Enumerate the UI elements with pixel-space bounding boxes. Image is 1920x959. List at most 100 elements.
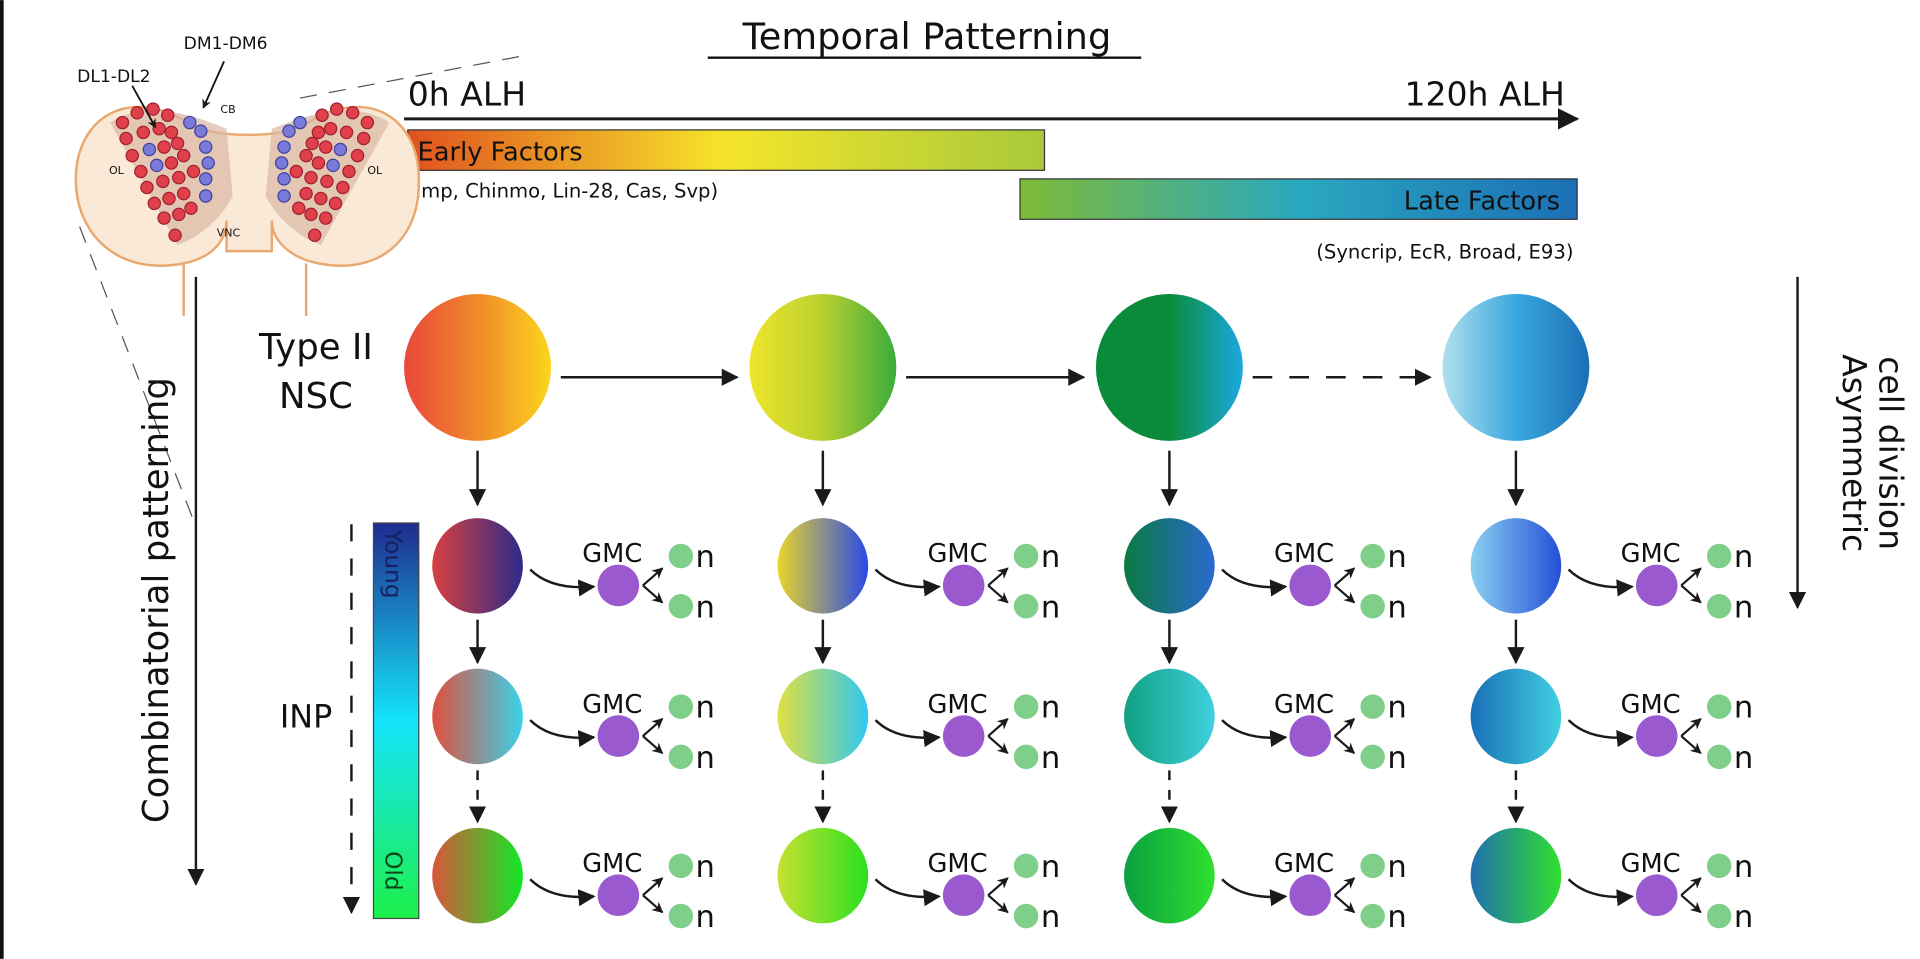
neuroblast-dot-red (176, 186, 191, 201)
neuroblast-dot-red (130, 106, 144, 120)
larval-brain-illustration: OL OL CB VNC DL1-DL2 DM1-DM6 (74, 34, 421, 317)
nsc-label-nsc: NSC (279, 376, 353, 417)
late-factors-list: (Syncrip, EcR, Broad, E93) (1316, 240, 1573, 263)
neuroblast-dot-red (136, 125, 150, 140)
neuroblast-dot-red (147, 196, 162, 211)
gmc-division-arrow (987, 877, 1009, 897)
inp-to-gmc-arrow (529, 719, 596, 748)
gmc-division-arrow (987, 567, 1009, 587)
neuroblast-dot-blue (326, 158, 340, 173)
neuroblast-dot-blue (194, 124, 208, 138)
early-factors-label: Early Factors (418, 138, 583, 168)
neuron-cell (1013, 543, 1039, 569)
neuron-label: n (696, 540, 715, 575)
gmc-cell (942, 874, 985, 917)
brain-label-ol-right: OL (367, 164, 383, 177)
gmc-division-arrow (1333, 584, 1356, 604)
gmc-division-arrow (642, 735, 664, 755)
neuroblast-dot-blue (150, 158, 164, 173)
neuron-label: n (696, 850, 715, 885)
neuroblast-dot-blue (277, 189, 291, 203)
neuroblast-dot-red (320, 174, 334, 189)
inp-cell (432, 827, 523, 924)
neuroblast-dot-red (134, 164, 148, 179)
inp-to-gmc-arrow (1567, 719, 1634, 748)
neuroblast-dot-red (304, 170, 318, 185)
gmc-cell (597, 874, 640, 917)
neuron-cell (1360, 744, 1385, 770)
neuroblast-dot-red (299, 186, 313, 201)
neuroblast-dot-red (164, 125, 179, 140)
neuron-label: n (1387, 900, 1406, 935)
neuroblast-dot-red (125, 148, 139, 163)
gmc-division-arrow (642, 877, 664, 897)
neuroblast-dot-red (157, 140, 171, 154)
gmc-division-arrow (1333, 877, 1356, 897)
gmc-cell (1289, 874, 1332, 917)
gmc-division-arrow (642, 584, 664, 604)
neuron-label: n (1387, 741, 1406, 776)
neuron-label: n (696, 691, 715, 726)
gmc-label: GMC (928, 690, 988, 720)
neuron-label: n (1734, 850, 1753, 885)
inp-to-gmc-arrow (1221, 878, 1288, 907)
neuroblast-dot-red (323, 121, 338, 136)
gmc-division-arrow (1333, 894, 1356, 914)
early-factors-list: (Imp, Chinmo, Lin-28, Cas, Svp) (408, 179, 718, 202)
gmc-division-arrow (1680, 718, 1702, 737)
neuron-cell (668, 543, 694, 569)
timeline-start-label: 0h ALH (408, 74, 526, 113)
gmc-division-arrow (987, 735, 1009, 755)
neuron-label: n (1387, 850, 1406, 885)
neuroblast-dot-red (186, 164, 201, 179)
neuron-cell (1013, 903, 1039, 929)
gmc-label: GMC (1621, 539, 1681, 569)
inp-cell (777, 518, 869, 614)
neuroblast-dot-red (315, 108, 329, 122)
neuroblast-dot-red (339, 125, 354, 140)
neuron-cell (1706, 853, 1732, 879)
gmc-cell (1289, 715, 1332, 757)
gmc-division-arrow (987, 584, 1009, 604)
inp-to-gmc-arrow (1567, 568, 1634, 597)
gmc-cell (1635, 715, 1678, 757)
neuroblast-dot-red (161, 108, 175, 122)
neuroblast-dot-red (314, 191, 328, 206)
gmc-division-arrow (1680, 584, 1702, 604)
gmc-cell (1635, 564, 1678, 607)
neuron-cell (1706, 903, 1732, 929)
neuron-cell (1013, 694, 1039, 719)
brain-label-vnc: VNC (217, 226, 241, 239)
brain-label-dm: DM1-DM6 (184, 34, 268, 54)
neuroblast-dot-red (318, 140, 333, 154)
neuroblast-dot-red (311, 156, 326, 170)
neuroblast-dot-red (328, 196, 343, 211)
gmc-label: GMC (1621, 849, 1681, 879)
age-young-label: Young (380, 528, 407, 599)
neuroblast-dot-red (356, 131, 371, 146)
gmc-label: GMC (582, 690, 642, 720)
neuroblast-dot-red (345, 106, 360, 120)
neuron-cell (668, 853, 694, 879)
gmc-label: GMC (1274, 539, 1334, 569)
nsc-cell (749, 293, 897, 441)
gmc-label: GMC (582, 539, 642, 569)
brain-label-dl: DL1-DL2 (77, 67, 150, 87)
neuroblast-dot-red (152, 121, 166, 136)
neuroblast-dot-red (350, 148, 365, 163)
nsc-label-type: Type II (258, 327, 373, 368)
gmc-cell (1635, 874, 1678, 917)
gmc-division-arrow (1333, 567, 1356, 587)
inp-cell (1470, 518, 1562, 614)
neuron-label: n (1041, 900, 1060, 935)
inp-to-gmc-arrow (1567, 878, 1634, 907)
neuroblast-dot-red (292, 201, 306, 216)
neuron-cell (1360, 853, 1385, 879)
inp-cell (1124, 518, 1215, 614)
inp-to-gmc-arrow (529, 568, 596, 597)
neuroblast-dot-blue (198, 140, 213, 154)
neuron-label: n (1041, 540, 1060, 575)
neuron-label: n (1387, 590, 1406, 625)
gmc-division-arrow (1680, 567, 1702, 587)
